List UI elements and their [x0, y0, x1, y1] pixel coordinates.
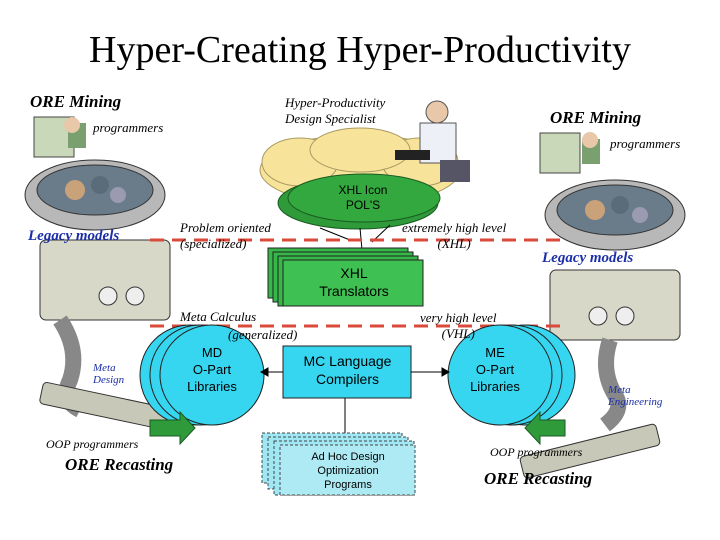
me-libraries-stack	[447, 324, 576, 426]
left-funnel-machine-icon	[24, 159, 171, 431]
xhl-icon-blob	[277, 173, 441, 230]
right-programmers-label: programmers	[610, 136, 681, 151]
left-ore-mining-label: ORE Mining	[30, 92, 122, 111]
right-funnel-machine-icon	[519, 179, 686, 479]
left-oop-programmers-label: OOP programmers	[46, 437, 139, 451]
left-ore-recasting-label: ORE Recasting	[65, 455, 174, 474]
right-oop-programmers-label: OOP programmers	[490, 445, 583, 459]
right-ore-mining-label: ORE Mining	[550, 108, 642, 127]
very-high-level-label: very high level(VHL)	[420, 310, 497, 341]
meta-calculus-label: Meta Calculus(generalized)	[180, 309, 298, 342]
design-specialist-icon	[395, 100, 470, 182]
xhl-translators-stack	[267, 247, 424, 307]
left-legacy-models-label: Legacy models	[28, 228, 120, 244]
side-arrows	[259, 367, 451, 377]
right-ore-recasting-label: ORE Recasting	[484, 469, 593, 488]
extremely-high-level-label: extremely high level(XHL)	[402, 220, 507, 251]
left-programmers-label: programmers	[93, 120, 164, 135]
adhoc-stack	[261, 432, 416, 496]
page-title: Hyper-Creating Hyper-Productivity	[89, 29, 631, 71]
left-programmer-icon	[33, 116, 86, 158]
right-programmer-icon	[539, 132, 600, 174]
green-arrows	[149, 410, 566, 446]
problem-oriented-label: Problem oriented(specialized)	[180, 220, 271, 251]
right-legacy-models-label: Legacy models	[542, 250, 634, 266]
mc-compilers-box	[282, 345, 412, 399]
md-libraries-stack	[139, 324, 265, 426]
